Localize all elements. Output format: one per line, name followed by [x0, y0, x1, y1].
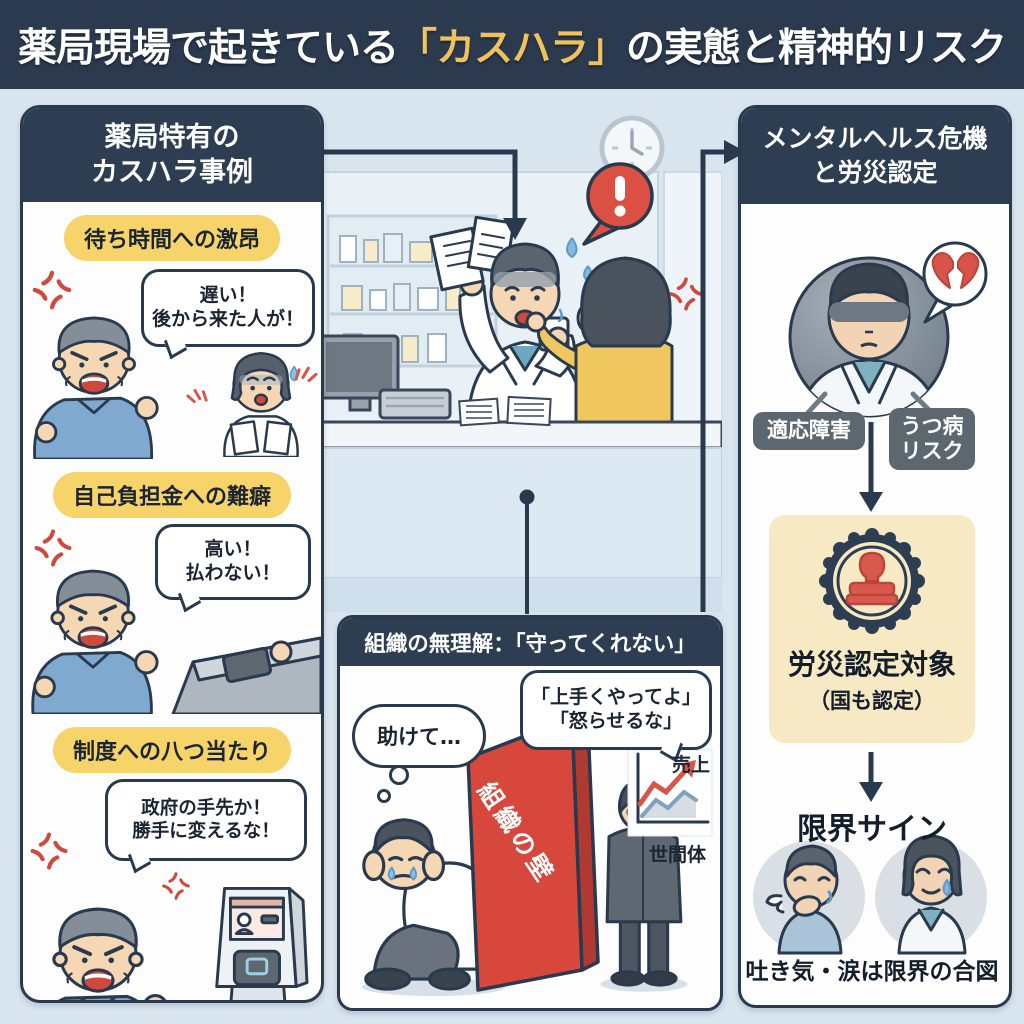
pharmacist-figure	[211, 345, 311, 457]
diagnosis-tag-adjustment: 適応障害	[753, 412, 865, 450]
speech-bubble: 高い！ 払わない！	[155, 524, 311, 600]
thought-text: 助けて…	[377, 725, 461, 749]
certification-subtitle: （国も認定）	[809, 689, 935, 713]
thought-bubble: 助けて…	[352, 704, 486, 803]
left-panel: 薬局特有の カスハラ事例 待ち時間への激昂 遅い！ 後から来た人が！ 自己負担金…	[20, 105, 324, 1003]
stamp-badge-icon	[819, 528, 925, 634]
right-panel-graphics	[753, 241, 988, 955]
sales-label: 売上	[671, 754, 710, 776]
case-label-pill: 自己負担金への難癖	[52, 472, 291, 518]
middle-illustration: 助けて… 「上手くやってよ」 「怒らせるな」 組織の壁 売上 世間体	[340, 666, 720, 1002]
pharmacist-figure	[429, 215, 586, 426]
case-illustration: 高い！ 払わない！	[23, 524, 321, 714]
tag-text: 適応障害	[767, 418, 851, 443]
case-card-copay: 自己負担金への難癖 高い！ 払わない！	[23, 472, 321, 714]
reputation-label: 世間体	[648, 844, 706, 866]
up-arrow-icon	[680, 760, 696, 778]
angry-customer-figure	[23, 899, 173, 1003]
case-label-pill: 制度への八つ当たり	[52, 727, 291, 773]
pharmacy-scene	[320, 115, 722, 612]
kiosk-machine	[195, 859, 313, 1003]
case-label-pill: 待ち時間への激昂	[63, 215, 280, 261]
counter-wallet	[171, 636, 321, 714]
right-panel-header: メンタルヘルス危機 と労災認定	[741, 108, 1009, 204]
anger-icon	[29, 831, 69, 871]
stamp-icon	[845, 551, 899, 606]
speech-bubble: 政府の手先か！ 勝手に変えるな！	[105, 779, 307, 861]
broken-heart-bubble	[922, 241, 988, 324]
counter	[320, 388, 722, 612]
breath-puff-icon	[765, 894, 785, 914]
exclamation-icon	[614, 176, 626, 217]
shock-marks-icon	[293, 365, 319, 399]
limit-heading: 限界サイン	[797, 812, 947, 847]
case-card-system: 制度への八つ当たり 政府の手先か！ 勝手に変えるな！	[23, 727, 321, 1003]
case-illustration: 政府の手先か！ 勝手に変えるな！	[23, 779, 321, 1003]
crying-figure	[897, 834, 967, 955]
cash-register	[378, 388, 452, 420]
broken-heart-icon	[931, 252, 980, 289]
speech-bubble: 遅い！ 後から来た人が！	[141, 269, 315, 347]
tear-icon	[942, 879, 951, 896]
limit-sign-circles	[753, 834, 987, 955]
nausea-figure	[765, 844, 843, 955]
certification-title: 労災認定対象	[787, 648, 956, 681]
title-bar: 薬局現場で起きている「カスハラ」の実態と精神的リスク	[0, 0, 1024, 89]
right-panel: メンタルヘルス危機 と労災認定	[738, 105, 1012, 1008]
monitor	[320, 334, 400, 412]
mini-chart	[627, 749, 713, 837]
middle-panel-header: 組織の無理解：「守ってくれない」	[340, 618, 720, 666]
shock-marks-icon	[185, 387, 209, 419]
right-panel-body: 適応障害 うつ病 リスク	[741, 204, 1009, 999]
down-arrow-1	[859, 422, 883, 512]
case-illustration: 遅い！ 後から来た人が！	[23, 267, 321, 459]
anger-icon	[31, 269, 73, 311]
certification-card: 労災認定対象 （国も認定）	[769, 515, 975, 743]
diagnosis-tag-depression: うつ病 リスク	[889, 408, 975, 470]
counter-papers	[458, 395, 552, 427]
burnout-avatar	[788, 256, 950, 418]
down-arrow-2	[859, 752, 883, 802]
page-title: 薬局現場で起きている「カスハラ」の実態と精神的リスク	[17, 25, 1007, 71]
angry-customer-figure	[23, 562, 163, 714]
wallet-icon	[222, 646, 272, 684]
speech-bubble: 「上手くやってよ」 「怒らせるな」	[520, 670, 712, 750]
tag-text: うつ病 リスク	[900, 413, 964, 463]
limit-caption: 吐き気・涙は限界の合図	[745, 959, 999, 985]
shock-marks-icon	[161, 871, 191, 901]
case-card-wait-time: 待ち時間への激昂 遅い！ 後から来た人が！	[23, 215, 321, 459]
alert-bubble	[582, 162, 654, 246]
middle-panel: 組織の無理解：「守ってくれない」	[337, 615, 723, 1011]
left-panel-header: 薬局特有の カスハラ事例	[23, 108, 321, 202]
